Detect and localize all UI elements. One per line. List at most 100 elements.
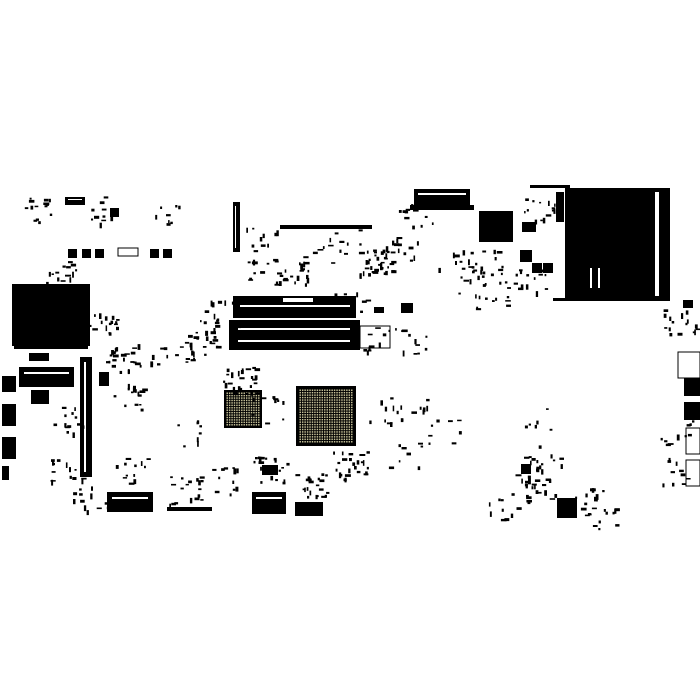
bga-ball	[231, 419, 233, 421]
passive-component	[341, 451, 344, 456]
bga-ball	[338, 416, 341, 418]
bga-ball	[309, 406, 311, 409]
passive-component	[667, 443, 674, 445]
passive-component	[65, 426, 70, 429]
bga-ball	[304, 423, 306, 426]
passive-component	[139, 364, 142, 368]
passive-component	[580, 507, 587, 511]
passive-component	[177, 424, 180, 427]
passive-component	[134, 362, 141, 366]
bga-ball	[238, 399, 241, 402]
passive-component	[369, 420, 372, 425]
passive-component	[615, 524, 620, 527]
bga-ball	[351, 391, 353, 394]
bga-ball	[351, 436, 353, 438]
bga-ball	[314, 406, 316, 409]
passive-component	[119, 370, 123, 374]
passive-component	[122, 477, 128, 479]
passive-component	[405, 208, 411, 211]
passive-component	[686, 424, 691, 427]
passive-component	[411, 204, 414, 209]
passive-component	[255, 457, 258, 460]
passive-component	[102, 215, 106, 218]
passive-component	[213, 328, 216, 333]
bga-ball	[321, 404, 324, 406]
bga-ball	[343, 389, 346, 391]
bga-ball	[301, 391, 304, 394]
bga-ball	[311, 414, 314, 416]
passive-component	[200, 480, 204, 483]
bga-ball	[233, 414, 236, 416]
bga-ball	[233, 424, 236, 426]
bga-ball	[338, 411, 341, 414]
passive-component	[213, 336, 217, 339]
bga-ball	[250, 411, 253, 414]
passive-component	[24, 207, 29, 210]
passive-component	[675, 461, 678, 466]
passive-component	[170, 221, 173, 225]
bga-ball	[321, 414, 324, 416]
vertical-connector-left	[80, 357, 92, 477]
passive-component	[342, 458, 348, 461]
passive-component	[386, 250, 390, 254]
bga-ball	[343, 428, 346, 431]
bga-chip-southbridge	[224, 390, 262, 428]
passive-component	[544, 288, 549, 290]
passive-component	[598, 528, 601, 531]
bga-ball	[341, 421, 343, 423]
passive-component	[166, 223, 171, 226]
bga-ball	[341, 433, 343, 436]
bga-ball	[316, 441, 319, 443]
bga-ball	[324, 421, 326, 423]
bga-ball	[341, 416, 343, 418]
passive-component	[205, 330, 209, 336]
passive-component	[584, 514, 590, 517]
passive-component	[160, 347, 165, 350]
passive-component	[282, 401, 285, 405]
passive-component	[253, 272, 256, 275]
passive-component	[134, 464, 137, 468]
passive-component	[199, 476, 205, 479]
passive-component	[273, 457, 277, 461]
bga-ball	[243, 424, 245, 426]
bga-ball	[338, 431, 341, 433]
passive-component	[485, 297, 488, 300]
passive-component	[133, 479, 137, 485]
passive-component	[140, 408, 144, 412]
passive-component	[475, 308, 482, 311]
passive-component	[462, 250, 466, 256]
bga-ball	[328, 426, 331, 428]
passive-component	[111, 364, 116, 368]
passive-component	[51, 471, 56, 473]
bga-ball	[346, 414, 348, 416]
passive-component	[64, 414, 67, 418]
passive-component	[188, 334, 193, 338]
bga-ball	[306, 414, 309, 416]
bga-ball	[336, 406, 338, 409]
passive-component	[74, 407, 76, 411]
bga-ball	[226, 402, 228, 404]
passive-component	[676, 434, 680, 441]
bga-ball	[324, 433, 326, 436]
bga-ball	[348, 441, 351, 443]
passive-component	[506, 304, 511, 307]
passive-component	[252, 397, 255, 402]
bga-ball	[346, 441, 348, 443]
passive-component	[554, 203, 556, 207]
passive-component	[328, 244, 334, 247]
passive-component	[146, 458, 151, 460]
passive-component	[500, 272, 503, 276]
passive-component	[35, 218, 39, 221]
bga-ball	[316, 409, 319, 411]
bga-ball	[343, 401, 346, 404]
bga-ball	[306, 426, 309, 428]
bga-ball	[236, 416, 238, 419]
passive-component	[245, 393, 249, 395]
passive-component	[300, 263, 303, 269]
bga-ball	[309, 436, 311, 438]
bga-ball	[333, 399, 336, 401]
bga-ball	[331, 428, 333, 431]
bga-ball	[346, 426, 348, 428]
passive-component	[518, 287, 524, 291]
bga-ball	[306, 428, 309, 431]
